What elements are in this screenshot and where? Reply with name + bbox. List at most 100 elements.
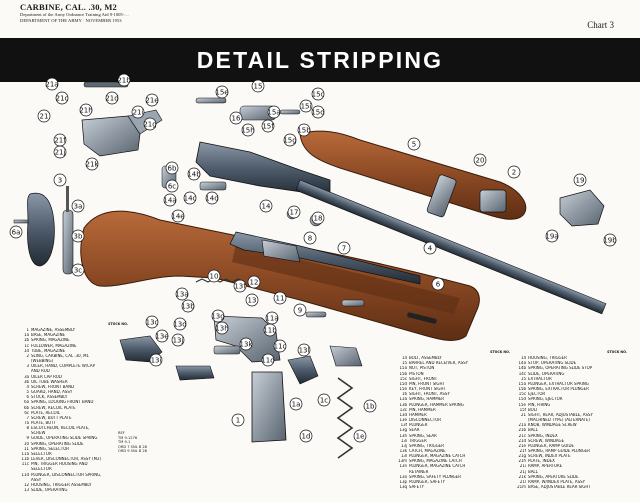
legend-number: 12	[23, 482, 29, 488]
legend-text: PLUNGER, MAGAZINE CATCH	[409, 454, 466, 460]
legend-number: 13	[23, 488, 29, 493]
legend-number: 13g	[399, 428, 407, 434]
callout-label: 13f	[234, 282, 246, 290]
callout-label: 15d	[311, 108, 324, 116]
legend-text: BARREL AND RECEIVER, ASSY	[409, 361, 469, 367]
legend-text: AND ROD	[31, 369, 50, 375]
reference-line: ORD 9 SNL B 28	[118, 449, 147, 454]
legend-number: 13l	[400, 454, 407, 460]
butt-plate-part	[27, 192, 55, 267]
callout-circle	[507, 165, 521, 179]
legend-number: 21j	[519, 469, 526, 475]
callout-circle	[9, 225, 23, 239]
legend-number: 6	[26, 395, 29, 401]
legend-number: 11b	[21, 457, 29, 463]
legend-text: BASE, ADJUSTABLE REAR SIGHT	[528, 485, 591, 491]
legend-text: DISCONNECTOR	[409, 418, 442, 424]
legend-number: 21	[520, 412, 526, 418]
legend-text: FOLLOWER, MAGAZINE	[31, 343, 77, 349]
legend-text: SCREW, WINDAGE	[528, 438, 565, 444]
legend-number: 13e	[399, 418, 407, 424]
legend-text: SPRING, EXTRACTOR PLUNGER	[528, 387, 589, 393]
callout-circle	[573, 173, 587, 187]
banner-title: DETAIL STRIPPING	[196, 47, 444, 73]
legend-number: 11c	[21, 462, 29, 468]
legend-text: SLIDE, OPERATING	[528, 371, 565, 377]
callout-label: 3a	[74, 202, 83, 210]
legend-text: RAMP, W/INDEX PLATE, ASSY	[528, 479, 586, 485]
callout-label: 6c	[168, 182, 176, 190]
callout-circle	[37, 109, 51, 123]
callout-label: 6a	[12, 228, 21, 236]
callout-label: 1e	[356, 432, 365, 440]
legend-number: 21a	[518, 423, 526, 429]
legend-text: KNOB, WINDAGE SCREW	[528, 423, 577, 429]
callout-circle	[229, 111, 243, 125]
callout-label: 10	[210, 272, 219, 280]
reference-line: TM 9-1	[118, 440, 131, 445]
document-title: CARBINE, CAL. .30, M2	[20, 2, 117, 12]
callout-label: 15g	[283, 136, 296, 144]
legend-text: SCREW, INDEX PLATE	[528, 454, 571, 460]
callout-circle	[337, 241, 351, 255]
legend-text: SLING, CARBINE, CAL .30, M1	[31, 353, 90, 359]
callout-label: 6	[436, 280, 441, 288]
legend-text: SLIDE, OPERATING	[31, 488, 68, 493]
callout-circle	[53, 145, 67, 159]
callout-label: 8	[308, 234, 312, 242]
subtitle-line: Department of the Army Ordnance Training…	[20, 12, 129, 17]
legend-number: 3a	[24, 374, 29, 380]
barrel-part	[295, 179, 607, 315]
legend-number: 21g	[518, 454, 526, 460]
callout-circle	[303, 231, 317, 245]
callout-label: 14	[262, 202, 271, 210]
callout-label: 3c	[74, 266, 82, 274]
legend-number: 1d	[23, 348, 29, 354]
legend-text: (WEBBING)	[31, 359, 54, 365]
legend-text: PLUNGER, EXTRACTOR SPRING	[528, 381, 589, 387]
callout-label: 14c	[184, 194, 197, 202]
magazine-spring-part	[336, 377, 354, 459]
legend-number: 14	[520, 356, 526, 362]
legend-number: 11	[23, 446, 29, 452]
callout-circle	[71, 229, 85, 243]
legend-text: SPRING, INDEX	[528, 433, 558, 439]
legend-number: 21k	[518, 474, 526, 480]
legend-text: SELECTOR	[31, 451, 52, 457]
hand-guard-part	[299, 130, 527, 220]
legend-text: BALL	[528, 428, 538, 434]
legend-number: 13o	[399, 474, 407, 480]
callout-circle	[259, 199, 273, 213]
legend-text: SIGHT, REAR, ADJUSTABLE, ASSY	[528, 412, 593, 418]
legend-text: CATCH, MAGAZINE	[409, 448, 446, 454]
callout-circle	[131, 105, 145, 119]
callout-label: 15f	[262, 122, 274, 130]
legend-text: PLUNGER, MAGAZINE CATCH	[409, 464, 466, 470]
document-subtitle: Department of the Army Ordnance Training…	[20, 12, 130, 24]
legend-row: (WEBBING)	[18, 359, 128, 364]
callout-circle	[311, 211, 325, 225]
callout-circle	[215, 321, 229, 335]
callout-label: 20	[476, 156, 485, 164]
callout-circle	[473, 153, 487, 167]
